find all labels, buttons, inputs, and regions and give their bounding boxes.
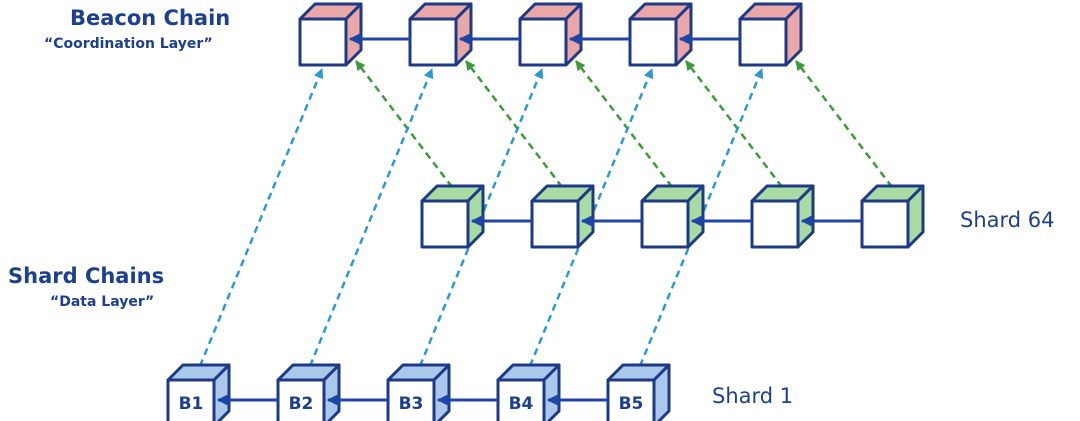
block-label: B1 [179,394,204,414]
shard1-block: B4 [496,363,561,421]
beacon-block [628,2,693,67]
shard64-to-beacon-link [575,60,673,188]
shard-chains-title: Shard Chains [8,264,165,288]
shard64-to-beacon-link [465,60,563,188]
cube-front [518,17,568,67]
shard1-to-beacon-link [308,68,434,367]
beacon-block [738,2,803,67]
cube-front [640,199,690,249]
block-label: B5 [619,394,644,414]
shard64-block [530,184,595,249]
beacon-block [518,2,583,67]
shard-1-label: Shard 1 [712,384,794,408]
chain-arrows [216,33,862,406]
beacon-chain-title: Beacon Chain [70,6,231,30]
cube-front [606,378,656,421]
shard64-block [420,184,485,249]
cube-front [628,17,678,67]
shard-chains-subtitle: “Data Layer” [50,294,155,310]
cube-front [738,17,788,67]
beacon-chain-subtitle: “Coordination Layer” [44,36,213,52]
shard1-block: B3 [386,363,451,421]
beacon-block [408,2,473,67]
block-label: B3 [399,394,424,414]
shard64-block [750,184,815,249]
cube-front [420,199,470,249]
cube-front [860,199,910,249]
shard1-block: B2 [276,363,341,421]
cube-front [408,17,458,67]
shard64-to-beacon-link [355,60,453,188]
cube-front [166,378,216,421]
cube-front [750,199,800,249]
beacon-block [298,2,363,67]
shard1-to-beacon-link [198,68,324,367]
shard64-block [860,184,925,249]
shard-64-label: Shard 64 [960,208,1055,232]
shard1-block: B5 [606,363,671,421]
shard1-block: B1 [166,363,231,421]
block-label: B4 [509,394,534,414]
cube-front [298,17,348,67]
shard64-to-beacon-link [685,60,783,188]
shard64-block [640,184,705,249]
cube-front [276,378,326,421]
shard64-to-beacon-link [795,60,893,188]
cube-front [386,378,436,421]
cube-front [496,378,546,421]
block-label: B2 [289,394,314,414]
cube-front [530,199,580,249]
